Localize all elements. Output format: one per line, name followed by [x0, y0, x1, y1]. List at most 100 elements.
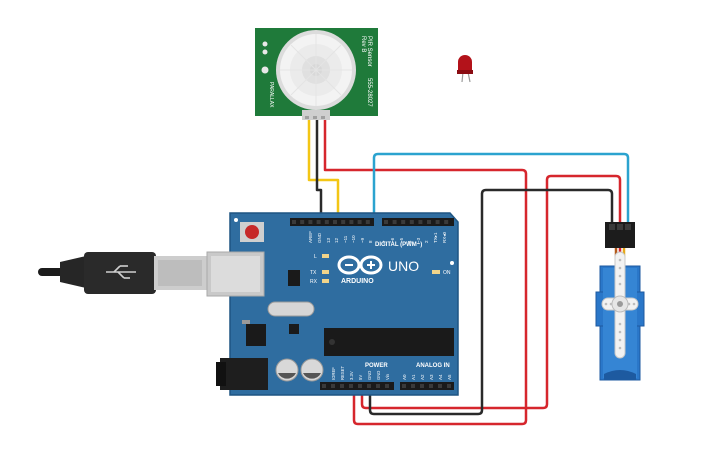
power-jack [220, 358, 268, 390]
pin-hole[interactable] [365, 220, 370, 224]
pin-hole[interactable] [402, 384, 406, 388]
pin-hole[interactable] [429, 384, 433, 388]
pin-hole[interactable] [409, 220, 414, 224]
wire-red-servo-vcc[interactable] [360, 174, 622, 410]
pir-header-pins [302, 110, 330, 120]
wires [307, 115, 630, 426]
wire-black-servo-gnd[interactable] [368, 188, 614, 416]
pin-hole[interactable] [341, 220, 346, 224]
digital-pin-label: TX▸1 [433, 232, 438, 243]
pin-hole[interactable] [349, 220, 354, 224]
pin-hole[interactable] [331, 384, 335, 388]
small-chip [289, 324, 299, 334]
pin-hole[interactable] [367, 384, 371, 388]
wire-red-pir-vcc[interactable] [323, 115, 528, 426]
digital-pin-label: ~11 [343, 235, 348, 243]
analog-pin-label: A5 [447, 374, 452, 380]
digital-pin-label: ~10 [351, 235, 356, 243]
status-leds: L TX RX ON [310, 254, 451, 285]
led-on-label: ON [443, 270, 451, 276]
digital-header[interactable] [290, 218, 454, 226]
pin-hole[interactable] [401, 220, 406, 224]
digital-pin-label: 13 [326, 237, 331, 243]
pin-hole[interactable] [444, 220, 449, 224]
voltage-regulator [246, 324, 266, 346]
pin-hole[interactable] [316, 220, 321, 224]
digital-pin-label: ~9 [360, 237, 365, 243]
pin-hole[interactable] [447, 384, 451, 388]
pir-part-number: 555-28027 [366, 78, 372, 107]
digital-pin-label: ~6 [390, 237, 395, 243]
led-tx-label: TX [310, 270, 317, 276]
pin-hole[interactable] [322, 384, 326, 388]
led-rx-label: RX [310, 279, 318, 285]
pin-hole[interactable] [435, 220, 440, 224]
pin-hole[interactable] [324, 220, 329, 224]
digital-pin-label: 2 [424, 240, 429, 243]
power-pin-label: 3.3V [349, 371, 354, 380]
pin-hole[interactable] [385, 384, 389, 388]
analog-pin-label: A3 [429, 374, 434, 380]
servo-horn [601, 251, 639, 359]
pin-hole[interactable] [340, 384, 344, 388]
wire-yellow-pir-signal[interactable] [307, 115, 340, 222]
red-led[interactable] [457, 55, 473, 83]
crystal [267, 301, 315, 317]
pin-hole[interactable] [357, 220, 362, 224]
pir-title: PIR Sensor [366, 36, 372, 67]
board-model: UNO [388, 258, 419, 274]
pin-hole[interactable] [300, 220, 305, 224]
digital-pin-label: 12 [334, 237, 339, 243]
servo-motor[interactable] [595, 222, 645, 381]
led-l-label: L [314, 254, 317, 260]
digital-label: DIGITAL (PWM~) [375, 242, 422, 248]
power-pin-label: RESET [340, 366, 345, 380]
power-pin-label: IOREF [331, 367, 336, 380]
pin-hole[interactable] [438, 384, 442, 388]
arduino-logo-icon [337, 255, 383, 275]
pir-dome [276, 30, 356, 110]
power-pin-label: GND [376, 371, 381, 380]
usb-icon [106, 265, 136, 279]
pin-hole[interactable] [411, 384, 415, 388]
pin-hole[interactable] [384, 220, 388, 224]
pir-sensor[interactable]: PIR Sensor Rev B 555-28027 PARALLAX [255, 28, 378, 120]
digital-pin-label: ~3 [416, 237, 421, 243]
pin-hole[interactable] [427, 220, 431, 224]
analog-pin-label: A1 [411, 374, 416, 380]
digital-pin-label: 4 [407, 240, 412, 243]
wire-black-pir-gnd[interactable] [315, 115, 323, 222]
capacitors [275, 358, 324, 382]
pin-hole[interactable] [349, 384, 353, 388]
analog-pin-label: A4 [438, 374, 443, 380]
pin-hole[interactable] [292, 220, 296, 224]
digital-pin-label: 7 [382, 240, 387, 243]
power-header[interactable] [320, 382, 394, 390]
pir-rev: Rev B [360, 36, 366, 52]
board-brand: ARDUINO [341, 278, 374, 285]
power-pin-label: 5V [358, 375, 363, 380]
reset-button[interactable] [240, 222, 264, 242]
digital-pin-label: RX◂0 [442, 231, 447, 243]
analog-label: ANALOG IN [416, 363, 450, 369]
usb-chip [288, 270, 300, 286]
pin-hole[interactable] [392, 220, 397, 224]
pin-hole[interactable] [376, 384, 380, 388]
wire-blue-servo-signal[interactable] [372, 152, 630, 224]
power-label: POWER [365, 363, 388, 369]
pin-hole[interactable] [333, 220, 337, 224]
arduino-uno-board[interactable]: UNO ARDUINO L TX RX ON DIGITAL (PWM~) 13… [206, 212, 459, 396]
usb-cable[interactable] [38, 252, 207, 294]
power-pin-label: GND [367, 371, 372, 380]
pin-hole[interactable] [308, 220, 313, 224]
digital-pin-label: ~5 [399, 237, 404, 243]
pin-hole[interactable] [420, 384, 424, 388]
pin-hole[interactable] [418, 220, 423, 224]
analog-header[interactable] [400, 382, 454, 390]
digital-pin-label: 8 [368, 240, 373, 243]
pin-hole[interactable] [358, 384, 362, 388]
pir-mount-holes [261, 41, 269, 74]
